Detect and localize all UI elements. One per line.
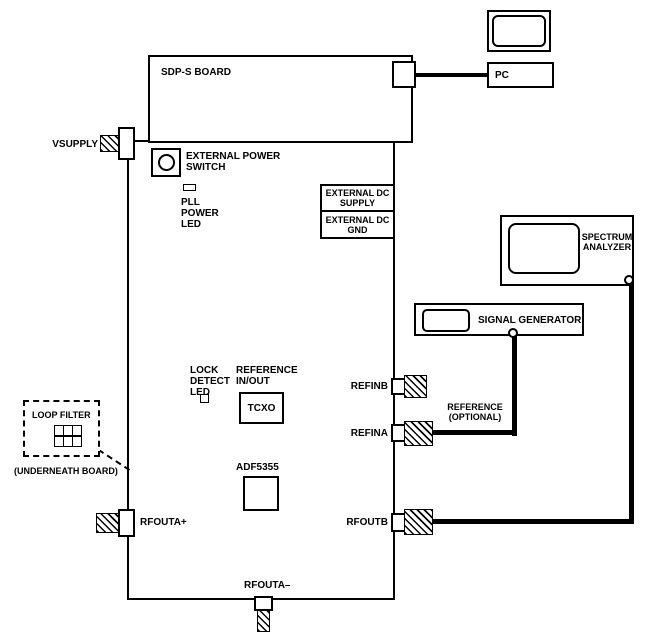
pc-box: PC [487, 62, 554, 88]
external-dc-gnd-label: EXTERNAL DC GND [325, 214, 390, 235]
power-switch-icon [157, 154, 175, 171]
grid-cell [64, 436, 72, 446]
reference-inout-label: REFERENCE IN/OUT [236, 365, 298, 387]
spectrum-analyzer [500, 215, 634, 286]
usb-cable [415, 73, 487, 77]
rfoutb-cable-vertical [629, 282, 634, 524]
lock-detect-led-label: LOCK DETECT LED [190, 365, 230, 398]
vsupply-connector-stub [118, 127, 135, 160]
rfouta-minus-label: RFOUTA– [244, 580, 291, 591]
refina-label: REFINA [350, 428, 388, 439]
spectrum-analyzer-label: SPECTRUM ANALYZER [581, 232, 633, 252]
refinb-label: REFINB [350, 381, 388, 392]
tcxo-box: TCXO [239, 392, 284, 424]
grid-cell [73, 436, 81, 446]
rfouta-plus-connector-stub [118, 509, 135, 537]
grid-cell [55, 436, 63, 446]
pll-power-led-icon [183, 184, 196, 191]
rfouta-plus-sma-connector [96, 513, 120, 533]
rfouta-minus-sma-connector [257, 610, 270, 632]
spectrum-analyzer-screen [508, 223, 580, 274]
sdp-s-board-label: SDP-S BOARD [161, 67, 232, 78]
external-dc-gnd-box: EXTERNAL DC GND [320, 210, 395, 239]
external-dc-supply-label: EXTERNAL DC SUPPLY [325, 188, 390, 208]
loop-filter-grid-icon [54, 425, 82, 447]
vsupply-sma-connector [100, 135, 120, 152]
refina-cable-horizontal [430, 430, 517, 435]
underneath-board-label: (UNDERNEATH BOARD) [14, 466, 118, 476]
loop-filter-box: LOOP FILTER [23, 400, 100, 457]
rfoutb-sma-connector [404, 509, 433, 535]
grid-cell [73, 426, 81, 436]
loop-filter-label: LOOP FILTER [32, 410, 91, 420]
refina-cable-vertical [512, 333, 517, 436]
adf5355-label: ADF5355 [236, 462, 279, 473]
signal-generator-label: SIGNAL GENERATOR [478, 315, 582, 326]
external-dc-supply-box: EXTERNAL DC SUPPLY [320, 184, 395, 212]
signal-generator: SIGNAL GENERATOR [414, 303, 584, 336]
usb-connector [392, 61, 416, 88]
pc-monitor-icon [487, 10, 551, 52]
grid-cell [55, 426, 63, 436]
signal-generator-port-icon [508, 328, 518, 338]
external-power-switch-label: EXTERNAL POWER SWITCH [186, 151, 281, 173]
reference-optional-label: REFERENCE (OPTIONAL) [447, 402, 503, 422]
rfouta-plus-label: RFOUTA+ [140, 517, 187, 528]
signal-generator-screen [422, 309, 470, 332]
refina-sma-connector [404, 421, 433, 446]
pc-monitor-screen [492, 15, 546, 47]
rfoutb-label: RFOUTB [346, 517, 388, 528]
rfoutb-cable-horizontal [430, 519, 634, 524]
grid-cell [64, 426, 72, 436]
adf5355-chip [243, 476, 279, 511]
external-power-switch [151, 148, 181, 177]
pc-label: PC [495, 69, 509, 81]
lock-detect-led-icon [200, 394, 209, 403]
refinb-sma-connector [404, 375, 427, 398]
rfouta-minus-connector-stub [254, 596, 273, 611]
pll-power-led-label: PLL POWER LED [181, 197, 219, 230]
tcxo-label: TCXO [247, 402, 276, 414]
vsupply-label: VSUPPLY [52, 139, 98, 150]
sdp-s-board: SDP-S BOARD [148, 55, 413, 143]
spectrum-analyzer-port-icon [624, 275, 634, 285]
